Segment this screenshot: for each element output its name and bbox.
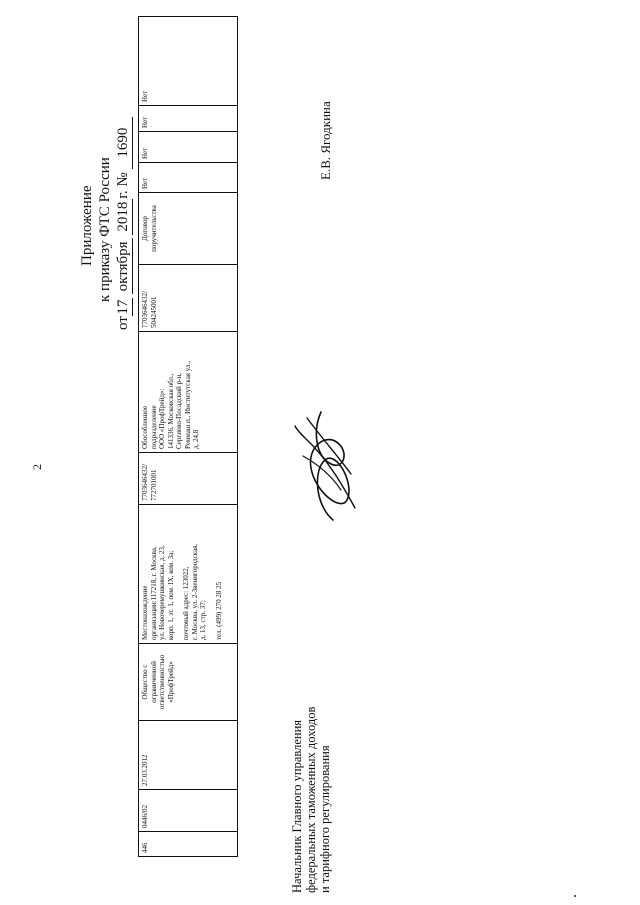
cell-security: Договор поручительства: [138, 192, 238, 265]
cell-inn-kpp-branch: 7703646432/ 504245001: [138, 264, 238, 332]
signatory-name: Е.В. Ягодкина: [318, 101, 333, 180]
cell-organization-name: Общество с ограниченной ответственностью…: [138, 643, 238, 721]
order-month: октября: [114, 238, 133, 295]
scan-speck: [574, 895, 576, 897]
appendix-title: Приложение: [79, 185, 95, 266]
cell-address: Местонахождение организации:117218, г. М…: [138, 504, 238, 644]
number-sign: №: [115, 172, 131, 187]
page-number: 2: [30, 464, 44, 470]
order-number: 1690: [114, 116, 133, 169]
cell-branch: Обособленное подразделение ООО «ПрофТрей…: [138, 331, 238, 453]
cell-reg-number: 0446/02: [138, 789, 238, 832]
cell-flag-2: Нет: [138, 131, 238, 163]
cell-reg-date: 27.03.2012: [138, 720, 238, 790]
signatory-title: Начальник Главного управления федеральны…: [290, 706, 332, 893]
appendix-order-date: от17 октября 2018г. № 1690: [114, 30, 133, 330]
cell-inn-kpp-main: 7703646432/ 772701001: [138, 452, 238, 505]
order-day: 17: [114, 298, 133, 317]
cell-flag-3: Нет: [138, 105, 238, 132]
year-suffix: г.: [115, 190, 131, 199]
appendix-header: Приложение к приказу ФТС России от17 окт…: [78, 30, 133, 330]
cell-flag-4: Нет: [138, 16, 238, 106]
order-year: 2018: [114, 198, 133, 235]
date-prefix: от: [115, 316, 131, 330]
registry-table: 446 0446/02 27.03.2012 Общество с ограни…: [138, 16, 238, 857]
table-row: 446 0446/02 27.03.2012 Общество с ограни…: [138, 16, 238, 857]
appendix-order-ref: к приказу ФТС России: [97, 157, 113, 302]
cell-index: 446: [138, 831, 238, 857]
cell-flag-1: Нет: [138, 162, 238, 193]
handwritten-signature: [294, 411, 356, 521]
